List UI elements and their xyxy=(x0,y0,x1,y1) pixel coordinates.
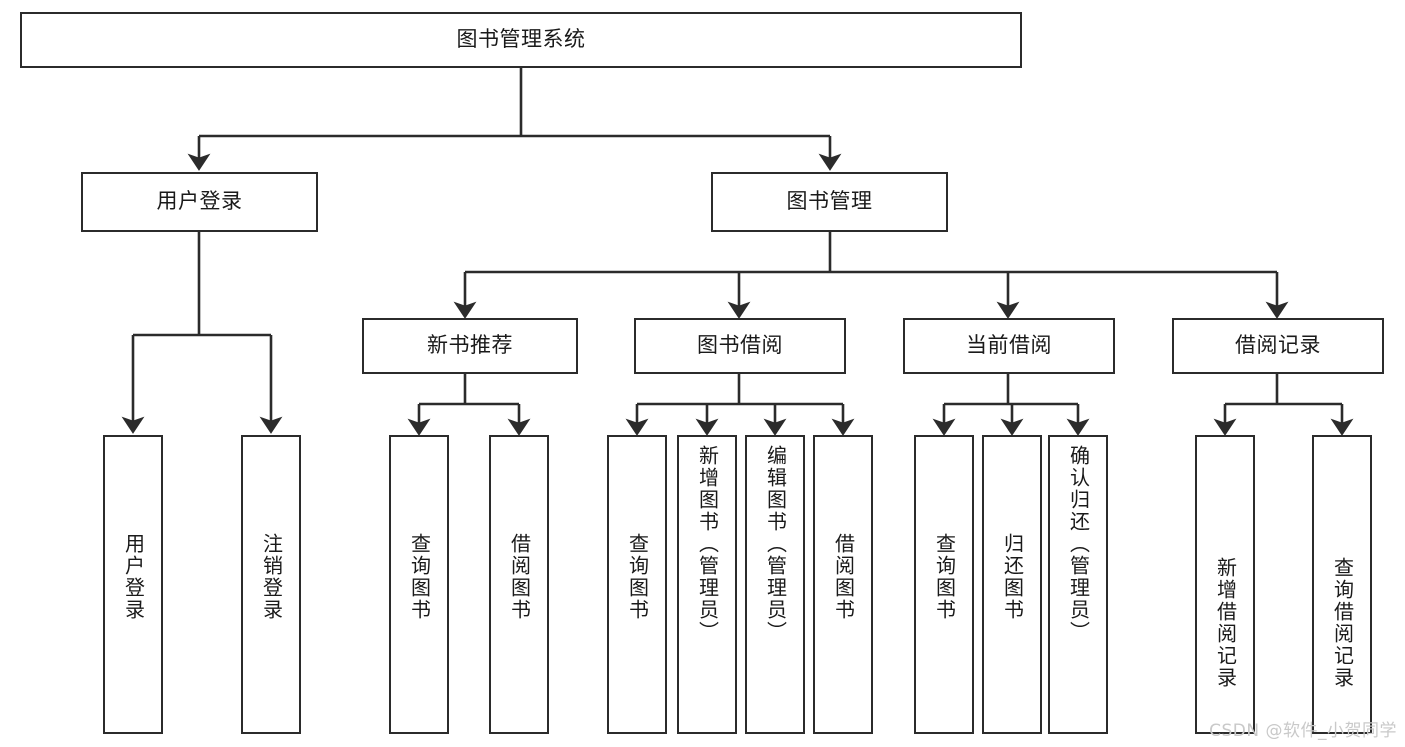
node-label: 借阅图书 xyxy=(831,533,856,621)
node-label: 当前借阅 xyxy=(966,333,1052,358)
node-label: 图书借阅 xyxy=(697,333,783,358)
node-leaf-borrow-book-2[interactable]: 借阅图书 xyxy=(813,435,873,734)
node-leaf-query-record[interactable]: 查询借阅记录 xyxy=(1312,435,1372,734)
node-leaf-confirm-return[interactable]: 确认归还（管理员） xyxy=(1048,435,1108,734)
node-leaf-query-book-1[interactable]: 查询图书 xyxy=(389,435,449,734)
node-label: 用户登录 xyxy=(156,189,243,214)
node-book-manage[interactable]: 图书管理 xyxy=(711,172,948,232)
node-label: 注销登录 xyxy=(259,533,284,621)
node-book-management-system[interactable]: 图书管理系统 xyxy=(20,12,1022,68)
node-borrow-record[interactable]: 借阅记录 xyxy=(1172,318,1384,374)
node-leaf-user-login[interactable]: 用户登录 xyxy=(103,435,163,734)
node-leaf-borrow-book-1[interactable]: 借阅图书 xyxy=(489,435,549,734)
node-leaf-add-book[interactable]: 新增图书（管理员） xyxy=(677,435,737,734)
node-leaf-query-book-2[interactable]: 查询图书 xyxy=(607,435,667,734)
node-user-login[interactable]: 用户登录 xyxy=(81,172,318,232)
node-leaf-query-book-3[interactable]: 查询图书 xyxy=(914,435,974,734)
node-leaf-add-record[interactable]: 新增借阅记录 xyxy=(1195,435,1255,734)
node-label: 用户登录 xyxy=(121,533,146,621)
node-label: 查询借阅记录 xyxy=(1330,557,1355,689)
node-new-book-recommend[interactable]: 新书推荐 xyxy=(362,318,578,374)
node-leaf-return-book[interactable]: 归还图书 xyxy=(982,435,1042,734)
node-label: 编辑图书（管理员） xyxy=(763,445,788,643)
node-leaf-logout-login[interactable]: 注销登录 xyxy=(241,435,301,734)
node-label: 新增借阅记录 xyxy=(1213,557,1238,689)
node-current-borrow[interactable]: 当前借阅 xyxy=(903,318,1115,374)
node-leaf-edit-book[interactable]: 编辑图书（管理员） xyxy=(745,435,805,734)
node-label: 确认归还（管理员） xyxy=(1066,445,1091,643)
node-label: 借阅图书 xyxy=(507,533,532,621)
node-label: 新书推荐 xyxy=(427,333,513,358)
node-label: 借阅记录 xyxy=(1235,333,1321,358)
node-label: 查询图书 xyxy=(625,533,650,621)
node-book-borrow[interactable]: 图书借阅 xyxy=(634,318,846,374)
node-label: 图书管理 xyxy=(786,189,873,214)
node-label: 查询图书 xyxy=(407,533,432,621)
csdn-watermark: CSDN @软件_小贺同学 xyxy=(1209,721,1397,741)
node-label: 图书管理系统 xyxy=(456,27,586,52)
node-label: 新增图书（管理员） xyxy=(695,445,720,643)
node-label: 查询图书 xyxy=(932,533,957,621)
node-label: 归还图书 xyxy=(1000,533,1025,621)
